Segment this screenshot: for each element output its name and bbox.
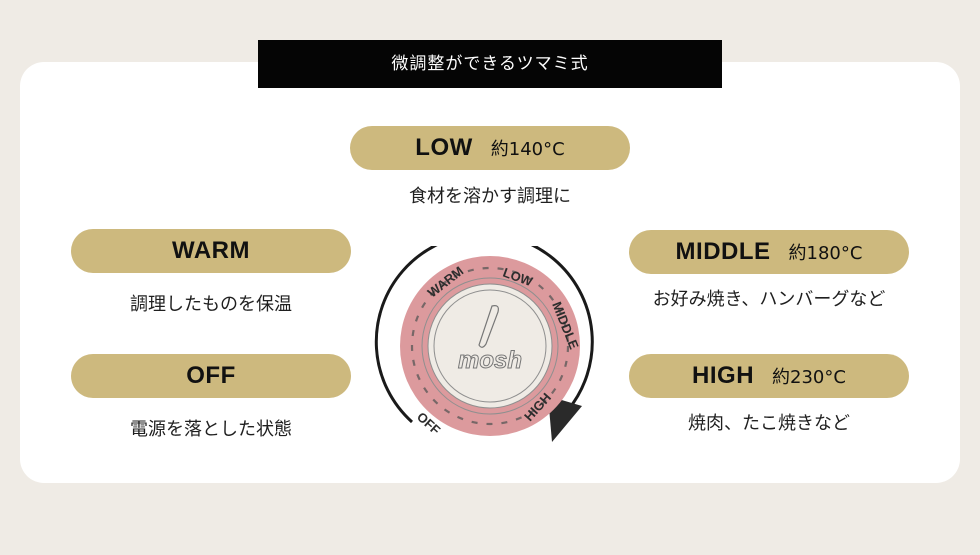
mode-label-warm: WARM [172, 237, 250, 264]
mode-pill-high: HIGH 約230°C [629, 354, 909, 398]
mode-desc-off: 電源を落とした状態 [130, 419, 292, 440]
mode-desc-warm: 調理したものを保温 [130, 294, 292, 315]
mode-desc-low: 食材を溶かす調理に [409, 186, 571, 207]
mode-pill-low: LOW 約140°C [350, 126, 630, 170]
mode-temp-high: 約230°C [772, 367, 846, 388]
mode-label-low: LOW [415, 134, 473, 161]
mode-temp-middle: 約180°C [788, 243, 863, 264]
mode-pill-off: OFF [71, 354, 351, 398]
mode-desc-middle: お好み焼き、ハンバーグなど [652, 289, 886, 310]
mode-desc-high: 焼肉、たこ焼きなど [688, 413, 850, 434]
mode-pill-warm: WARM [71, 229, 351, 273]
mosh-brand-text: mosh [458, 347, 522, 374]
page-title: 微調整ができるツマミ式 [258, 40, 722, 88]
mode-label-high: HIGH [692, 362, 755, 389]
mode-label-off: OFF [186, 362, 236, 389]
temperature-dial: OFF WARM LOW MIDDLE HIGH mosh [374, 246, 594, 442]
rotation-arrow-arc [374, 246, 594, 424]
mode-label-middle: MIDDLE [675, 238, 771, 265]
dial-face [427, 283, 553, 409]
mosh-logo-icon [478, 305, 499, 348]
mode-pill-middle: MIDDLE 約180°C [629, 230, 909, 274]
arrow-head-icon [548, 396, 582, 442]
mode-temp-low: 約140°C [490, 139, 565, 160]
